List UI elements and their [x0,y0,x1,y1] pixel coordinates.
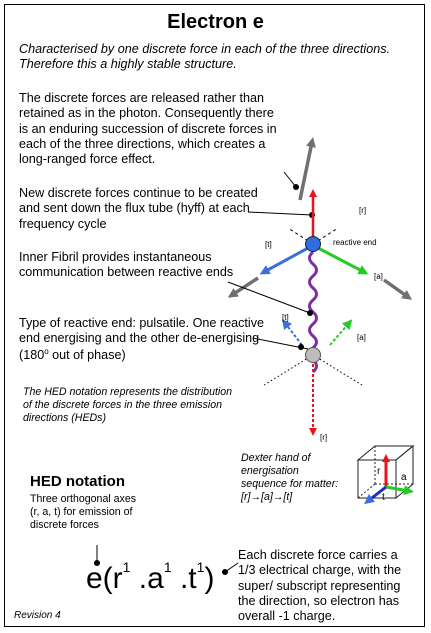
pointer-released [283,171,299,190]
label-r-top: [r] [359,206,367,215]
label-t-bottom: [t] [282,313,289,322]
cube-a-axis [385,485,414,496]
label-t-top: [t] [265,240,272,249]
page-title: Electron e [167,11,264,33]
charge-paragraph: Each discrete force carries a 1/3 electr… [238,548,402,624]
label-a-top: [a] [374,272,383,281]
type-text-1: Type of reactive end: pulsatile. One rea… [19,316,265,362]
label-reactive-end: reactive end [333,238,377,247]
bottom-node-guides [263,354,363,386]
type-paragraph: Type of reactive end: pulsatile. One rea… [19,316,269,363]
formula-r: e(r [86,562,123,595]
formula-close: ) [204,562,215,595]
grey-arrow-left [227,276,259,298]
hed-heading: HED notation [30,473,125,490]
grey-arrow-right [382,278,413,300]
formula-r-sup: 1 [122,559,131,575]
pointer-type [252,337,314,351]
t-arrow-top [259,246,309,275]
revision-label: Revision 4 [14,610,61,621]
pointer-fibril [227,281,313,316]
a-arrow-bottom [329,319,353,346]
formula-a: .a [130,562,164,595]
label-a-bottom: [a] [357,333,366,342]
type-text-2: out of phase) [48,347,126,362]
hed-description: Three orthogonal axes (r, a, t) for emis… [30,493,137,531]
pointer-created [247,211,315,218]
fibril-paragraph: Inner Fibril provides instantaneous comm… [19,250,234,280]
a-arrow-top [317,246,369,275]
cube-t-axis [364,485,387,505]
top-node-guides [287,227,339,245]
dexter-sequence: [r]→[a]→[t] [241,490,293,503]
reactive-end-top [305,236,321,252]
intro-text: Characterised by one discrete force in e… [19,42,391,72]
released-paragraph: The discrete forces are released rather … [19,91,277,167]
formula-t-sup: 1 [196,559,205,575]
dexter-text: Dexter hand of energisation sequence for… [241,452,339,490]
formula-t: .t [171,562,197,595]
cube-label-t: t [382,492,385,503]
page-frame [4,4,425,627]
cube-label-a: a [401,472,407,483]
t-arrow-bottom [281,319,303,346]
formula-a-sup: 1 [163,559,172,575]
reactive-end-bottom [305,347,321,363]
degree-sup: o [44,346,49,356]
created-paragraph: New discrete forces continue to be creat… [19,186,258,231]
cube-label-r: r [377,466,381,477]
hed-paragraph: The HED notation represents the distribu… [23,386,233,424]
dexter-block: Dexter hand of energisation sequence for… [241,452,341,504]
hed-formula: e(r1 .a1 .t1) [86,560,214,594]
label-r-bottom: [r] [320,433,328,442]
formula-pointers [94,545,239,575]
grey-arrow-top [298,137,316,201]
